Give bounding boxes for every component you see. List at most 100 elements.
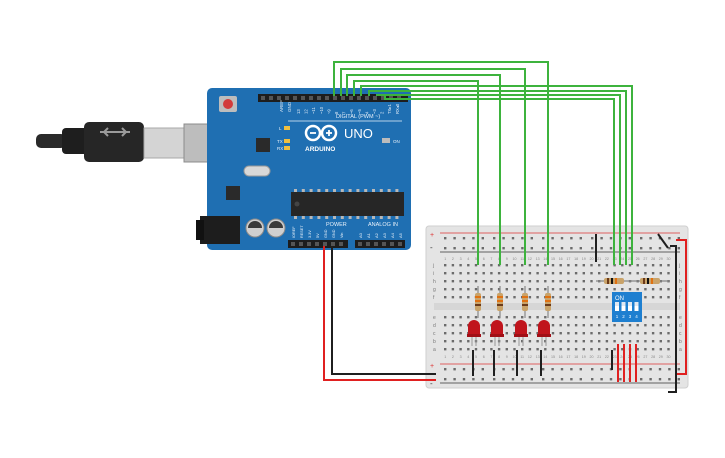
terminal-hole[interactable] bbox=[567, 340, 570, 343]
terminal-hole[interactable] bbox=[444, 264, 447, 267]
analog-pin-hole[interactable] bbox=[398, 242, 402, 246]
terminal-hole[interactable] bbox=[574, 332, 578, 335]
terminal-hole[interactable] bbox=[497, 264, 501, 267]
terminal-hole[interactable] bbox=[544, 340, 547, 343]
terminal-hole[interactable] bbox=[551, 348, 555, 351]
terminal-hole[interactable] bbox=[659, 316, 662, 319]
terminal-hole[interactable] bbox=[605, 296, 609, 299]
terminal-hole[interactable] bbox=[574, 280, 578, 283]
wire-switch-3[interactable] bbox=[368, 90, 627, 265]
terminal-hole[interactable] bbox=[551, 324, 555, 327]
dip-toggle-4[interactable] bbox=[634, 302, 639, 311]
terminal-hole[interactable] bbox=[444, 280, 447, 283]
terminal-hole[interactable] bbox=[628, 340, 632, 343]
terminal-hole[interactable] bbox=[536, 324, 539, 327]
terminal-hole[interactable] bbox=[521, 280, 524, 283]
rail-hole[interactable] bbox=[444, 247, 447, 250]
terminal-hole[interactable] bbox=[567, 324, 570, 327]
terminal-hole[interactable] bbox=[528, 296, 532, 299]
terminal-hole[interactable] bbox=[474, 348, 478, 351]
terminal-hole[interactable] bbox=[444, 272, 447, 275]
digital-pin-hole[interactable] bbox=[309, 96, 313, 100]
led-resistor-2[interactable] bbox=[497, 286, 503, 318]
rail-hole[interactable] bbox=[600, 237, 603, 240]
power-pin-hole[interactable] bbox=[323, 242, 327, 246]
terminal-hole[interactable] bbox=[582, 264, 585, 267]
rail-hole[interactable] bbox=[462, 378, 466, 381]
terminal-hole[interactable] bbox=[590, 296, 593, 299]
power-wires[interactable] bbox=[323, 233, 687, 393]
terminal-hole[interactable] bbox=[621, 332, 624, 335]
terminal-hole[interactable] bbox=[644, 272, 647, 275]
rail-hole[interactable] bbox=[453, 237, 456, 240]
terminal-hole[interactable] bbox=[459, 324, 462, 327]
rail-hole[interactable] bbox=[600, 378, 603, 381]
terminal-hole[interactable] bbox=[667, 316, 670, 319]
terminal-hole[interactable] bbox=[559, 296, 562, 299]
digital-pin-hole[interactable] bbox=[341, 96, 345, 100]
terminal-hole[interactable] bbox=[559, 316, 562, 319]
terminal-hole[interactable] bbox=[505, 340, 508, 343]
terminal-hole[interactable] bbox=[505, 280, 508, 283]
dip-toggle-2[interactable] bbox=[621, 302, 626, 311]
terminal-hole[interactable] bbox=[513, 272, 516, 275]
terminal-hole[interactable] bbox=[613, 348, 616, 351]
rail-hole[interactable] bbox=[530, 378, 533, 381]
terminal-hole[interactable] bbox=[613, 272, 616, 275]
terminal-hole[interactable] bbox=[528, 316, 532, 319]
terminal-hole[interactable] bbox=[536, 316, 539, 319]
rail-hole[interactable] bbox=[502, 237, 505, 240]
terminal-hole[interactable] bbox=[567, 348, 570, 351]
terminal-hole[interactable] bbox=[582, 316, 585, 319]
rail-hole[interactable] bbox=[551, 237, 554, 240]
terminal-hole[interactable] bbox=[590, 316, 593, 319]
terminal-hole[interactable] bbox=[482, 316, 485, 319]
terminal-hole[interactable] bbox=[459, 348, 462, 351]
terminal-hole[interactable] bbox=[467, 288, 470, 291]
rail-hole[interactable] bbox=[453, 368, 456, 371]
terminal-hole[interactable] bbox=[636, 340, 639, 343]
terminal-hole[interactable] bbox=[659, 340, 662, 343]
terminal-hole[interactable] bbox=[451, 332, 455, 335]
wire-5v[interactable] bbox=[323, 246, 436, 381]
led-resistors[interactable] bbox=[475, 286, 551, 318]
red-leds[interactable] bbox=[467, 320, 551, 346]
terminal-hole[interactable] bbox=[559, 324, 562, 327]
terminal-hole[interactable] bbox=[667, 340, 670, 343]
rail-hole[interactable] bbox=[570, 378, 573, 381]
rail-hole[interactable] bbox=[649, 237, 652, 240]
rail-hole[interactable] bbox=[628, 247, 631, 250]
terminal-hole[interactable] bbox=[497, 348, 501, 351]
terminal-hole[interactable] bbox=[659, 272, 662, 275]
terminal-hole[interactable] bbox=[513, 296, 516, 299]
terminal-hole[interactable] bbox=[444, 348, 447, 351]
rail-hole[interactable] bbox=[493, 247, 496, 250]
terminal-hole[interactable] bbox=[528, 288, 532, 291]
terminal-hole[interactable] bbox=[559, 348, 562, 351]
rail-hole[interactable] bbox=[462, 247, 466, 250]
terminal-hole[interactable] bbox=[536, 348, 539, 351]
terminal-hole[interactable] bbox=[574, 316, 578, 319]
rail-hole[interactable] bbox=[640, 378, 643, 381]
rail-hole[interactable] bbox=[551, 378, 554, 381]
terminal-hole[interactable] bbox=[582, 340, 585, 343]
rail-hole[interactable] bbox=[591, 368, 594, 371]
terminal-hole[interactable] bbox=[582, 348, 585, 351]
terminal-hole[interactable] bbox=[459, 316, 462, 319]
terminal-hole[interactable] bbox=[651, 324, 655, 327]
pulldown-resistor-2[interactable] bbox=[630, 278, 670, 284]
terminal-hole[interactable] bbox=[590, 348, 593, 351]
terminal-hole[interactable] bbox=[667, 288, 670, 291]
terminal-hole[interactable] bbox=[467, 272, 470, 275]
terminal-hole[interactable] bbox=[474, 264, 478, 267]
terminal-hole[interactable] bbox=[544, 316, 547, 319]
rail-hole[interactable] bbox=[444, 378, 447, 381]
power-pin-hole[interactable] bbox=[299, 242, 303, 246]
digital-pin-hole[interactable] bbox=[349, 96, 353, 100]
terminal-hole[interactable] bbox=[490, 288, 493, 291]
rail-hole[interactable] bbox=[668, 237, 671, 240]
wire-led-4[interactable] bbox=[333, 61, 549, 265]
terminal-hole[interactable] bbox=[528, 324, 532, 327]
